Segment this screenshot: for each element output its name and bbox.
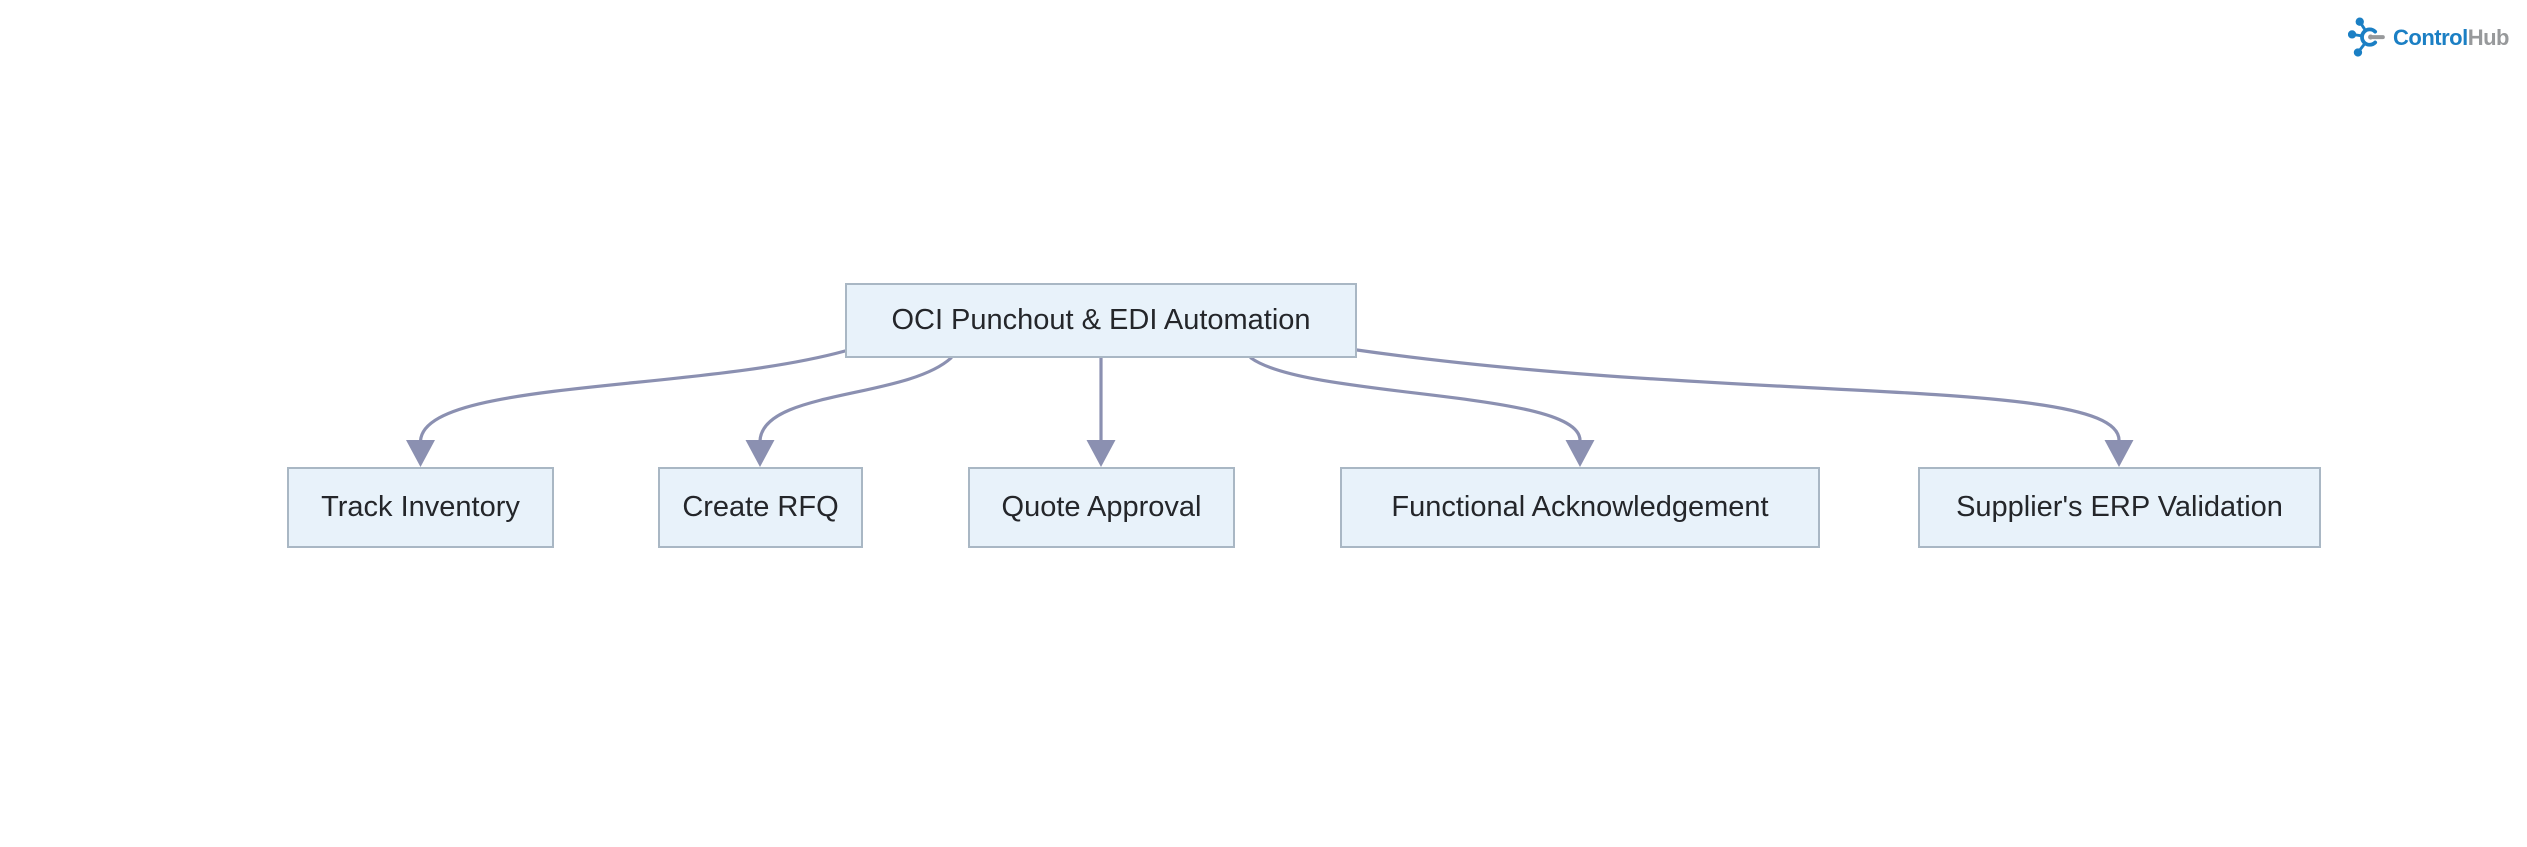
edge-root-to-track-inventory-arrowhead (406, 440, 435, 467)
edge-root-to-suppliers-erp-validation-arrowhead (2104, 440, 2134, 467)
node-create-rfq: Create RFQ (658, 467, 863, 548)
node-quote-approval: Quote Approval (968, 467, 1235, 548)
edge-root-to-create-rfq-line (758, 356, 953, 443)
node-suppliers-erp-validation-label: Supplier's ERP Validation (1956, 491, 2283, 523)
edge-root-to-suppliers-erp-validation-line (1355, 348, 2121, 443)
node-track-inventory-label: Track Inventory (321, 491, 520, 523)
node-create-rfq-label: Create RFQ (682, 491, 839, 523)
edge-root-to-quote-approval (1086, 356, 1116, 467)
edge-root-to-quote-approval-arrowhead (1086, 440, 1116, 467)
logo-text-control: Control (2393, 25, 2468, 50)
edge-root-to-functional-acknowledgement-line (1249, 356, 1582, 443)
edge-root-to-functional-acknowledgement-arrowhead (1565, 440, 1595, 467)
edge-root-to-suppliers-erp-validation (1355, 348, 2134, 467)
edge-root-to-create-rfq-arrowhead (745, 440, 775, 467)
node-functional-acknowledgement: Functional Acknowledgement (1340, 467, 1820, 548)
node-functional-acknowledgement-label: Functional Acknowledgement (1391, 491, 1769, 523)
edge-root-to-track-inventory (406, 349, 847, 467)
controlhub-logo[interactable]: ControlHub (2348, 16, 2510, 60)
controlhub-logo-text: ControlHub (2393, 25, 2509, 51)
node-suppliers-erp-validation: Supplier's ERP Validation (1918, 467, 2321, 548)
node-root-label: OCI Punchout & EDI Automation (891, 304, 1311, 336)
node-track-inventory: Track Inventory (287, 467, 554, 548)
edge-root-to-create-rfq (745, 356, 953, 467)
node-quote-approval-label: Quote Approval (1001, 491, 1202, 523)
node-root: OCI Punchout & EDI Automation (845, 283, 1357, 358)
controlhub-logo-icon (2348, 17, 2385, 57)
edge-root-to-track-inventory-line (418, 349, 847, 443)
logo-text-hub: Hub (2467, 25, 2510, 50)
edge-root-to-functional-acknowledgement (1249, 356, 1595, 467)
